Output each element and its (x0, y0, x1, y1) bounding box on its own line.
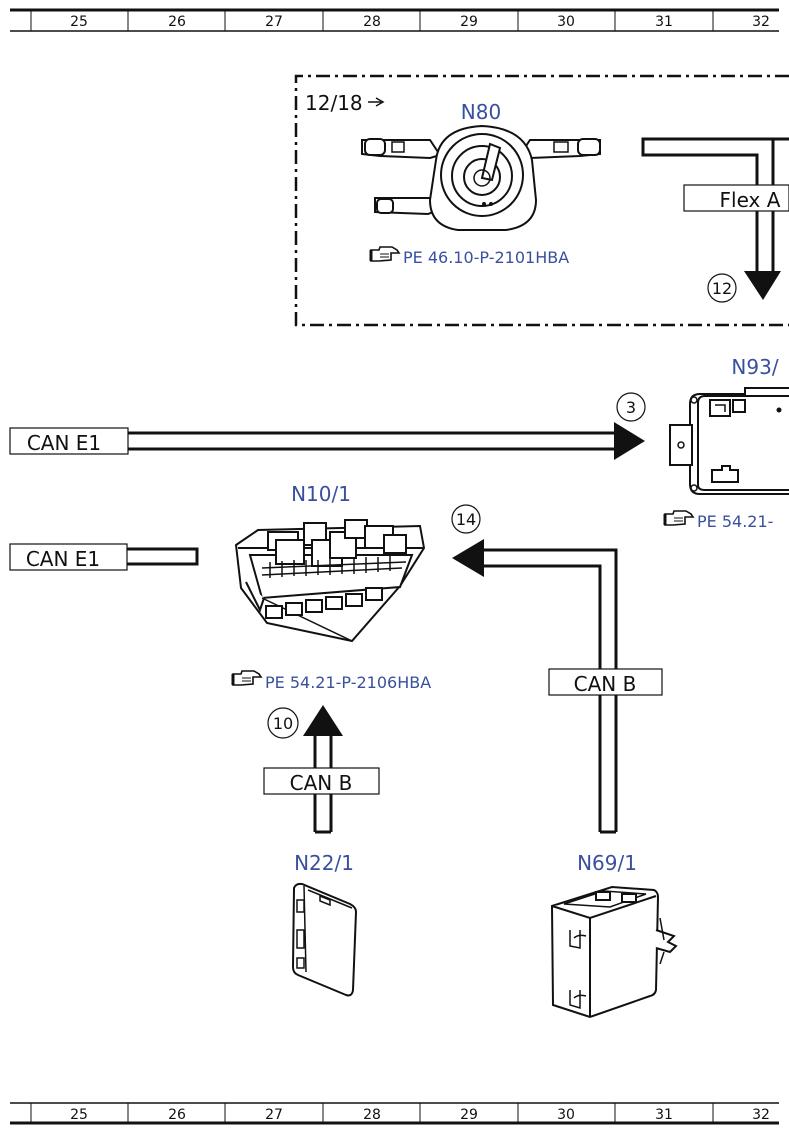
n69-1-label[interactable]: N69/1 (577, 851, 637, 875)
ruler-col-32: 32 (752, 14, 770, 30)
can-e1-upper-line (128, 422, 645, 460)
n80-label[interactable]: N80 (461, 100, 501, 124)
n93-reference[interactable]: PE 54.21- (663, 510, 773, 531)
ruler-col-30: 30 (557, 1107, 575, 1123)
marker-12-text: 12 (712, 279, 732, 298)
page-ref: 12/18 (305, 91, 363, 115)
n22-1-module-icon[interactable] (291, 882, 358, 997)
can-e1-upper-bus-label: CAN E1 (9, 427, 129, 455)
pointing-hand-icon (663, 510, 695, 526)
marker-3: 3 (616, 392, 646, 422)
n10-1-reference-text: PE 54.21-P-2106HBA (265, 673, 431, 692)
marker-10: 10 (267, 707, 299, 739)
n93-label[interactable]: N93/ (731, 355, 778, 379)
can-b-left-bus-label: CAN B (263, 767, 380, 795)
pointing-hand-icon (231, 670, 263, 686)
ruler-col-27: 27 (265, 1107, 283, 1123)
top-ruler: 25 26 27 28 29 30 31 32 (10, 8, 779, 32)
ruler-col-26: 26 (168, 1107, 186, 1123)
pointing-hand-icon (369, 246, 401, 262)
ruler-col-28: 28 (363, 14, 381, 30)
can-e1-lower-text: CAN E1 (26, 547, 100, 571)
can-b-left-text: CAN B (290, 771, 353, 795)
ruler-col-31: 31 (655, 1107, 673, 1123)
ruler-col-25: 25 (70, 1107, 88, 1123)
marker-10-text: 10 (273, 714, 293, 733)
ruler-col-26: 26 (168, 14, 186, 30)
can-b-right-text: CAN B (574, 672, 637, 696)
flex-a-bus-label: Flex A (683, 184, 789, 212)
n93-reference-text: PE 54.21- (697, 512, 773, 531)
n69-1-module-icon[interactable] (550, 885, 678, 1019)
sam-module-icon[interactable] (234, 519, 426, 643)
bottom-ruler: 25 26 27 28 29 30 31 32 (10, 1102, 779, 1125)
ruler-col-29: 29 (460, 14, 478, 30)
marker-12: 12 (707, 273, 737, 303)
marker-14: 14 (451, 504, 481, 534)
can-e1-lower-bus-label: CAN E1 (9, 543, 128, 571)
marker-14-text: 14 (456, 510, 476, 529)
can-b-right-bus-label: CAN B (548, 668, 663, 696)
ruler-col-27: 27 (265, 14, 283, 30)
n80-group-frame: 12/18 (294, 74, 789, 327)
ruler-col-28: 28 (363, 1107, 381, 1123)
n93-module-icon[interactable] (669, 387, 789, 495)
can-b-right-line (452, 539, 618, 834)
n22-1-label[interactable]: N22/1 (294, 851, 354, 875)
can-e1-upper-text: CAN E1 (27, 431, 101, 455)
flex-a-text: Flex A (720, 188, 781, 212)
n10-1-label[interactable]: N10/1 (291, 482, 351, 506)
can-e1-lower-line (127, 547, 199, 566)
ruler-col-25: 25 (70, 14, 88, 30)
ruler-col-31: 31 (655, 14, 673, 30)
n10-1-reference[interactable]: PE 54.21-P-2106HBA (231, 670, 431, 692)
ruler-col-32: 32 (752, 1107, 770, 1123)
ruler-col-30: 30 (557, 14, 575, 30)
n80-reference-text: PE 46.10-P-2101HBA (403, 248, 569, 267)
steering-column-module-icon[interactable] (361, 124, 601, 231)
page-ref-arrow-icon (368, 97, 385, 107)
marker-3-text: 3 (626, 398, 636, 417)
n80-reference[interactable]: PE 46.10-P-2101HBA (369, 246, 569, 267)
ruler-col-29: 29 (460, 1107, 478, 1123)
